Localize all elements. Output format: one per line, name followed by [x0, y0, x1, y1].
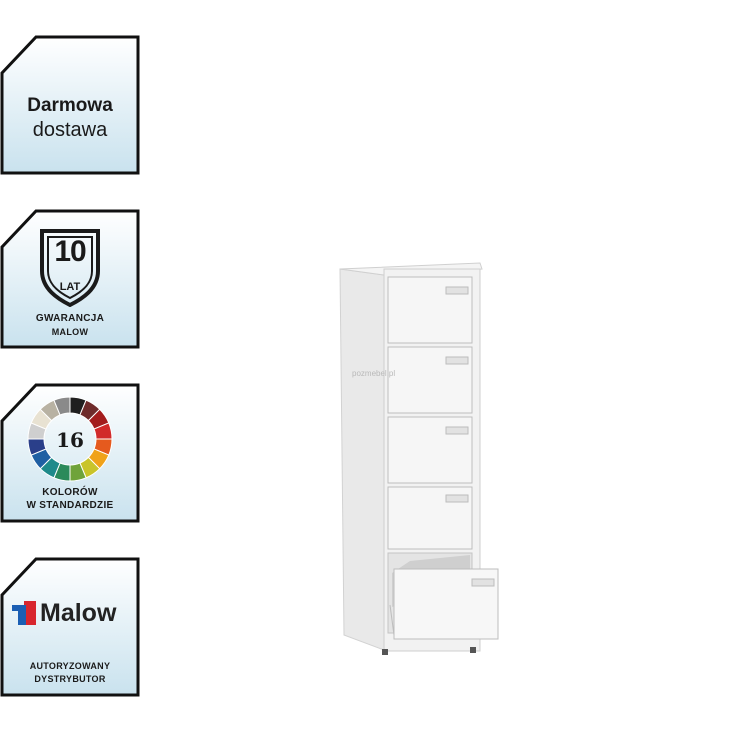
watermark-text: pozmebel.pl: [352, 369, 396, 378]
drawer: [387, 486, 473, 550]
drawer: [387, 346, 473, 414]
colors-badge: 16 KOLORÓW W STANDARDZIE: [0, 383, 140, 523]
open-drawer: [387, 552, 499, 640]
drawer: [387, 276, 473, 344]
delivery-line2: dostawa: [32, 119, 108, 141]
warranty-line1: GWARANCJA: [35, 313, 105, 324]
colors-line1: KOLORÓW: [42, 487, 98, 498]
free-delivery-badge: Darmowa dostawa: [0, 35, 140, 175]
warranty-number: 10: [54, 235, 86, 268]
badge-frame: [0, 557, 140, 697]
warranty-badge: 10 LAT GWARANCJA MALOW: [0, 209, 140, 349]
filing-cabinet-image: [339, 262, 499, 655]
shield-icon: [40, 229, 100, 307]
delivery-line1: Darmowa: [27, 95, 113, 116]
warranty-unit: LAT: [59, 281, 81, 293]
distributor-line2: DYSTRYBUTOR: [34, 674, 106, 684]
malow-brand: Malow: [40, 599, 117, 627]
distributor-line1: AUTORYZOWANY: [29, 661, 111, 671]
color-wheel-icon: [27, 396, 113, 482]
warranty-line2: MALOW: [51, 327, 89, 337]
badge-frame: [0, 35, 140, 175]
distributor-badge: Malow AUTORYZOWANY DYSTRYBUTOR: [0, 557, 140, 697]
badge-frame: [0, 209, 140, 349]
color-swatch: [53, 396, 71, 416]
malow-logo-icon: [12, 601, 36, 625]
drawer: [387, 416, 473, 484]
colors-number: 16: [56, 428, 84, 452]
colors-line2: W STANDARDZIE: [26, 500, 114, 511]
